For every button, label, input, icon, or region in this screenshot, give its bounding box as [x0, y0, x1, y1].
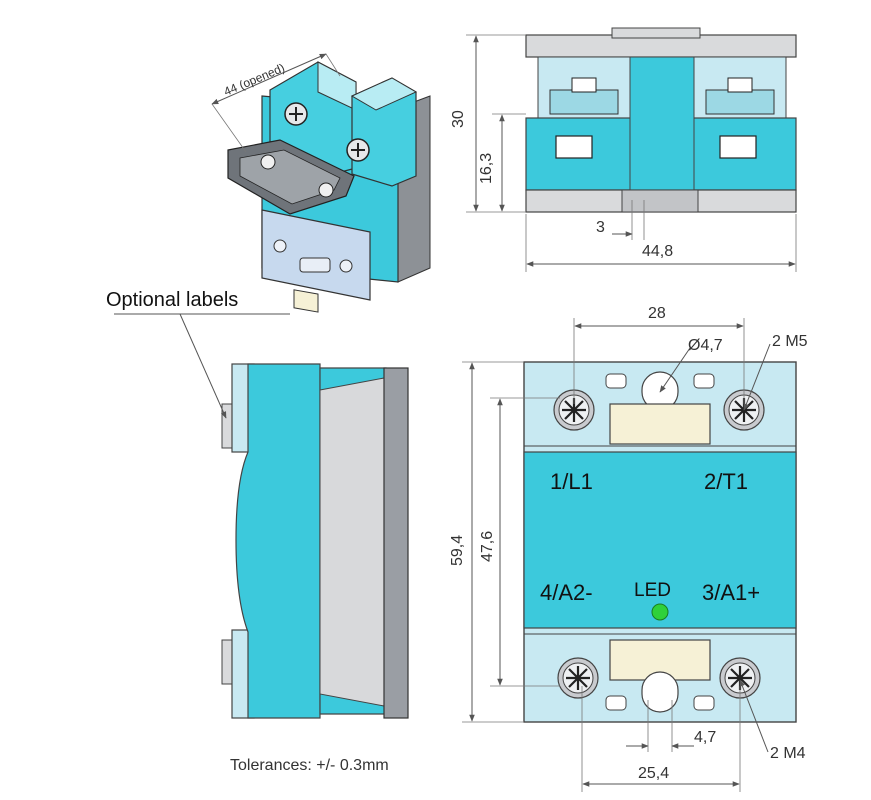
front-view: 30 16,3 3 44,8	[450, 27, 797, 272]
screw-icon	[556, 656, 600, 700]
front-height-total: 30	[450, 110, 467, 128]
optional-labels-text: Optional labels	[106, 289, 238, 311]
tolerances-text: Tolerances: +/- 0.3mm	[230, 757, 389, 774]
mount-spacing-dim: 28	[648, 305, 666, 322]
front-width: 44,8	[642, 243, 673, 260]
front-rail-offset: 3	[596, 219, 605, 236]
top-height-inner: 47,6	[479, 531, 496, 562]
control-screws-dim: 2 M4	[770, 745, 806, 762]
top-view: 1/L1 2/T1 4/A2- 3/A1+ LED 28 Ø4,7 2 M5 5…	[449, 305, 808, 792]
terminal-3-A1: 3/A1+	[702, 580, 760, 605]
front-height-inner: 16,3	[478, 153, 495, 184]
power-screws-dim: 2 M5	[772, 333, 808, 350]
terminal-2-T1: 2/T1	[704, 469, 748, 494]
terminal-4-A2: 4/A2-	[540, 580, 593, 605]
hole-diameter-dim: Ø4,7	[688, 337, 723, 354]
slot-width-dim: 4,7	[694, 729, 716, 746]
led-indicator-icon	[651, 603, 669, 621]
top-height-total: 59,4	[449, 535, 466, 566]
isometric-view: 44 (opened)	[211, 53, 431, 313]
terminal-1-L1: 1/L1	[550, 469, 593, 494]
control-screw-spacing-dim: 25,4	[638, 765, 669, 782]
led-label: LED	[634, 580, 671, 601]
side-view: Optional labels Tolerances: +/- 0.3mm	[106, 289, 409, 774]
